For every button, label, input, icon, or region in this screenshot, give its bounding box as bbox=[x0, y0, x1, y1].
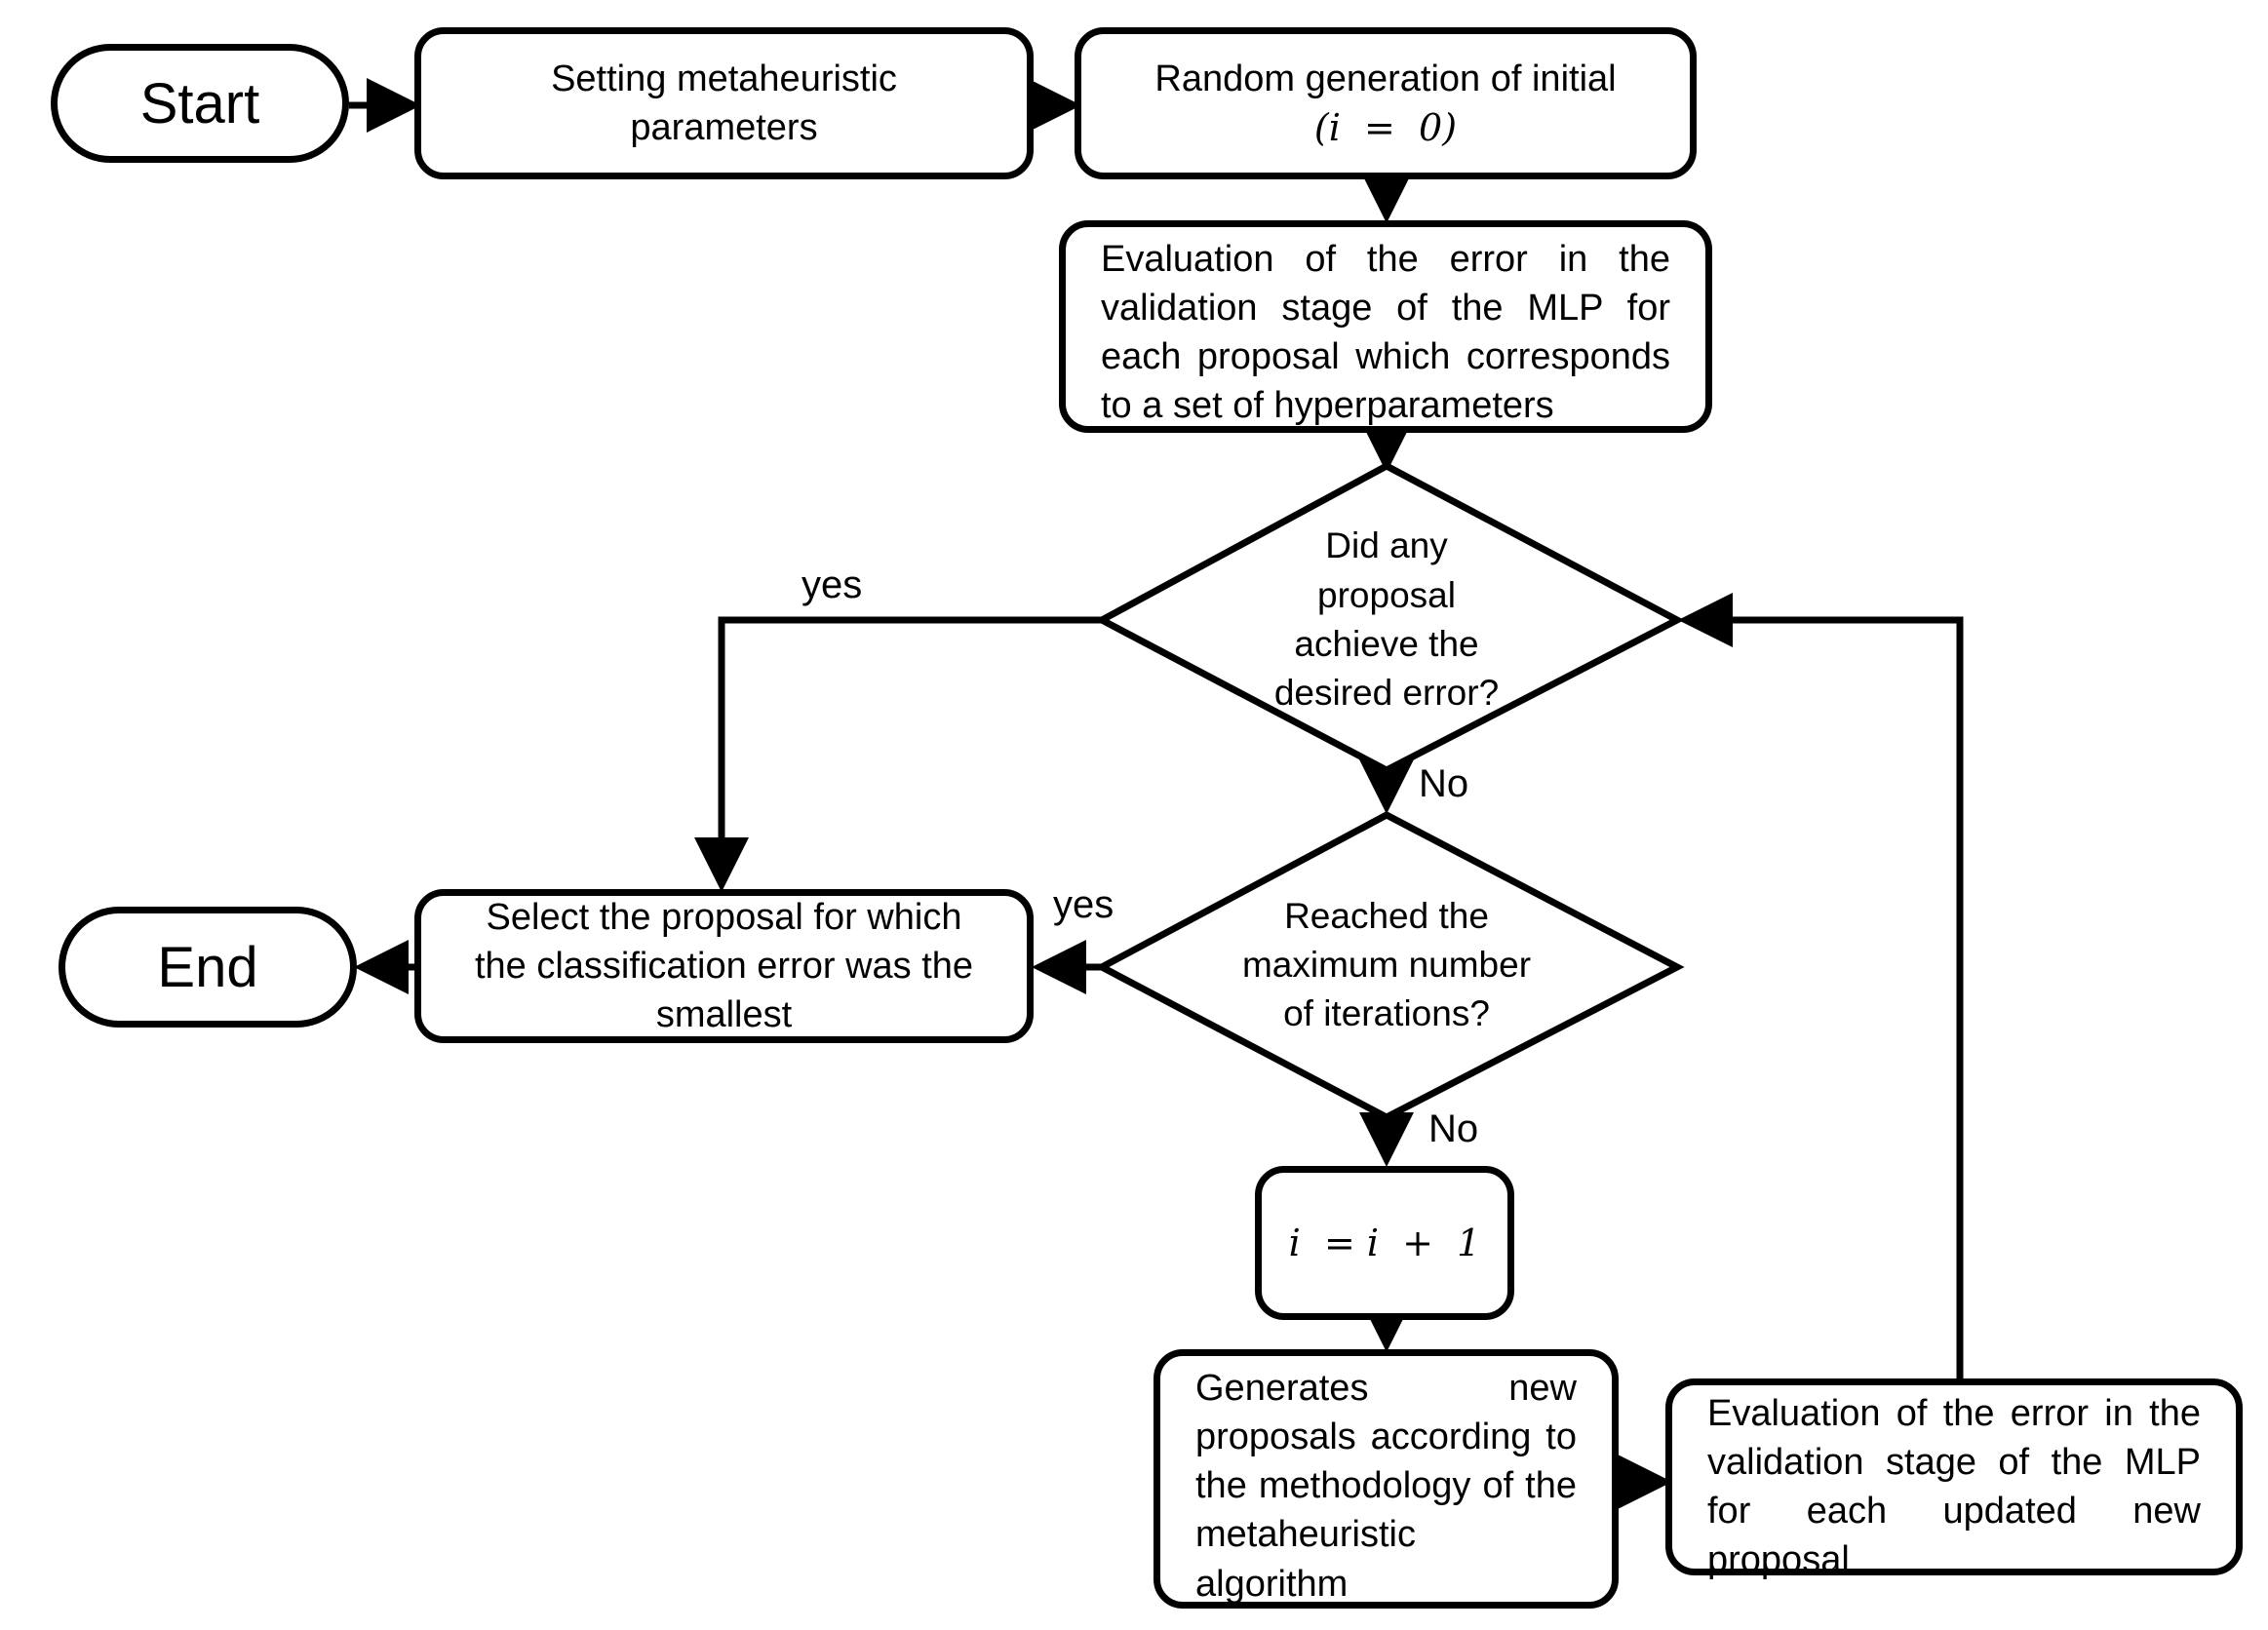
label-yes-mid: yes bbox=[1053, 883, 1114, 926]
evaluate-new-proposal-box: Evaluation of the error in the validatio… bbox=[1665, 1378, 2243, 1580]
decision-error-text: Did any proposal achieve the desired err… bbox=[1273, 525, 1500, 714]
label-yes-top: yes bbox=[802, 563, 863, 606]
iteration-init-formula: (i = 0) bbox=[1313, 106, 1458, 149]
arrow-yes-to-select bbox=[694, 616, 1102, 892]
evaluation-text: Evaluation of the error in the validatio… bbox=[1101, 239, 1670, 427]
evaluation-box: Evaluation of the error in the validatio… bbox=[1059, 220, 1712, 433]
label-no-top: No bbox=[1419, 762, 1469, 805]
decision-diamond-iterations bbox=[1094, 811, 1685, 1121]
label-no-bottom: No bbox=[1428, 1107, 1479, 1150]
evaluate-new-proposal-text: Evaluation of the error in the validatio… bbox=[1707, 1393, 2201, 1581]
select-proposal-text: Select the proposal for which the classi… bbox=[474, 896, 974, 1036]
random-generation-box: Random generation of initial (i = 0) bbox=[1075, 27, 1697, 179]
start-node: Start bbox=[51, 44, 349, 163]
generate-proposals-text: Generates new proposals according to the… bbox=[1195, 1368, 1577, 1605]
arrow-feedback-to-decision bbox=[1678, 593, 1964, 1378]
decision-iterations-text: Reached the maximum number of iterations… bbox=[1241, 895, 1532, 1034]
random-generation-text: Random generation of initial bbox=[1154, 58, 1617, 99]
decision-diamond-error bbox=[1094, 462, 1685, 774]
setting-parameters-text: Setting metaheuristic parameters bbox=[551, 58, 897, 148]
increment-formula: i = i + 1 bbox=[1288, 1221, 1481, 1264]
generate-proposals-box: Generates new proposals according to the… bbox=[1154, 1349, 1619, 1609]
end-node: End bbox=[59, 907, 357, 1028]
setting-parameters-box: Setting metaheuristic parameters bbox=[414, 27, 1034, 179]
select-proposal-box: Select the proposal for which the classi… bbox=[414, 889, 1034, 1043]
increment-box: i = i + 1 bbox=[1255, 1166, 1514, 1320]
